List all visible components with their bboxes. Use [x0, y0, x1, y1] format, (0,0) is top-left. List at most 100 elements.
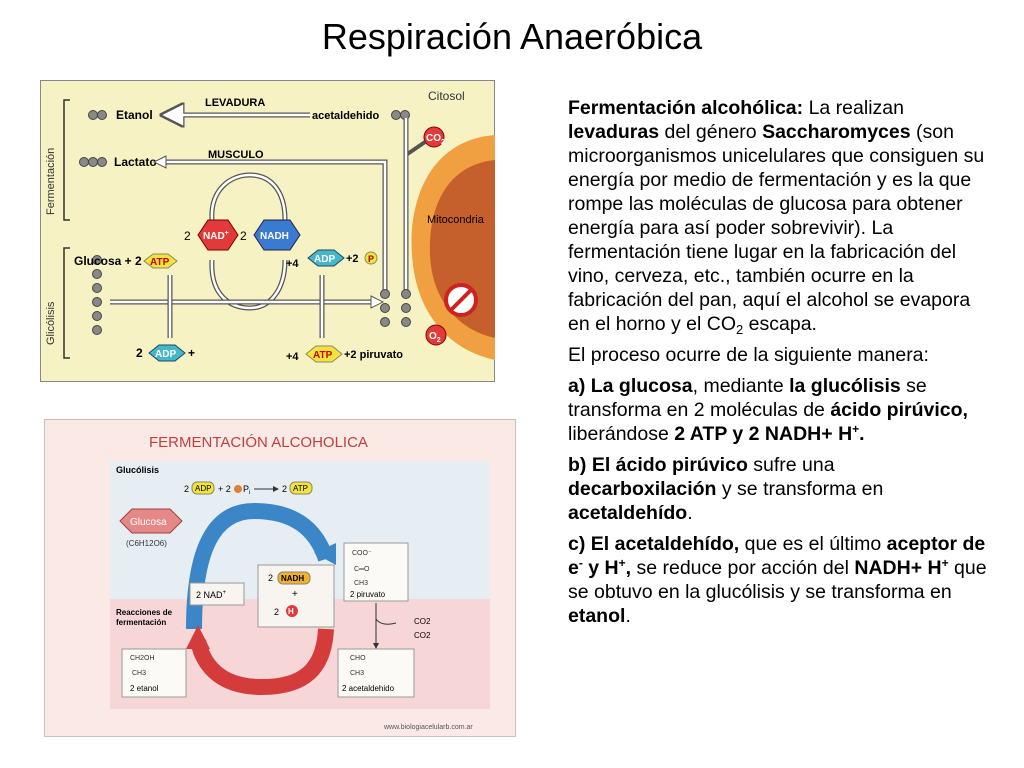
paragraph-step-a: a) La glucosa, mediante la glucólisis se…: [568, 375, 968, 445]
fig2-etanol-label: 2 etanol: [130, 684, 159, 693]
fermentacion-label: Fermentación: [45, 148, 57, 215]
paragraph-step-c: c) El acetaldehído, que es el último ace…: [568, 533, 987, 627]
fig2-adp-icon: [191, 481, 215, 495]
plus4-bottom-label: +4: [286, 351, 299, 363]
nadh-coefficient: 2: [240, 229, 247, 243]
paragraph-fermentacion-alcoholica: Fermentación alcohólica: La realizan lev…: [568, 97, 985, 337]
fig2-h-label: H: [288, 607, 294, 616]
mitocondria-label: Mitocondria: [427, 214, 485, 226]
fig2-nad-label: 2 NAD+: [196, 590, 227, 600]
nadh-cycle-bottom-arrow-fill: [210, 259, 287, 310]
adp-bottom-star-icon: [148, 344, 186, 362]
co2-molecule-icon: [423, 126, 445, 148]
nadh-cycle-top-arrow-fill: [210, 173, 287, 221]
adp-star-icon: [307, 249, 345, 267]
etanol-label: Etanol: [116, 108, 153, 122]
musculo-label: MUSCULO: [208, 149, 264, 161]
nadh-hexagon-icon: [253, 219, 301, 251]
fig2-h-icon: [286, 605, 298, 617]
nad-hexagon-icon: [197, 219, 239, 251]
fig2-nadh-label: NADH: [281, 574, 304, 583]
piruvato-molecules-icon: [380, 289, 411, 327]
blue-cycle-arrow: [186, 502, 334, 630]
glucolisis-label: Glicólisis: [45, 301, 57, 345]
fig2-pi-label: Pi: [243, 484, 250, 496]
glucosa-molecule-icon: [92, 255, 102, 335]
co2-label: CO2: [426, 133, 445, 146]
ch2oh-formula: CH2OH: [130, 655, 155, 662]
cho-formula: CHO: [350, 655, 366, 662]
ch3-etanol-formula: CH3: [132, 670, 146, 677]
anaerobic-respiration-diagram: Mitocondria Citosol Fermentación Glicóli…: [40, 80, 495, 382]
fig2-atp-icon: [289, 481, 313, 495]
etanol-box: [121, 648, 187, 698]
paragraph-proceso: El proceso ocurre de la siguiente manera…: [568, 344, 929, 366]
plus4-label: +4: [286, 258, 299, 270]
atp-bottom-label: ATP: [313, 350, 333, 361]
phosphate-icon: [364, 251, 378, 265]
fig2-adp-label: ADP: [195, 484, 211, 493]
blue-cycle-arrowhead: [314, 543, 336, 565]
fig2-phosphate-icon: [234, 485, 242, 493]
piruvato-bottom-label: +2 piruvato: [344, 349, 403, 361]
fig2-co2-a: CO2: [414, 617, 431, 626]
nad-coefficient: 2: [184, 229, 191, 243]
fig2-adp-coefficient: 2: [184, 484, 189, 494]
phosphate-label: P: [368, 254, 374, 264]
slide-title: Respiración Anaeróbica: [321, 16, 703, 57]
lactato-label: Lactato: [114, 155, 157, 169]
adp-label: ADP: [314, 254, 335, 265]
paragraph-step-b: b) El ácido pirúvico sufre una decarboxi…: [568, 454, 884, 524]
fig2-glucolisis-label: Glucólisis: [116, 465, 159, 475]
lactato-molecule-icon: [79, 157, 107, 167]
fig2-h-coefficient: 2: [274, 607, 279, 617]
fig2-acetaldehido-label: 2 acetaldehido: [342, 684, 395, 693]
source-url: www.biologiacelularb.com.ar: [383, 724, 473, 731]
fermentacion-alcoholica-diagram: FERMENTACIÓN ALCOHOLICA Glucólisis 2 ADP…: [44, 419, 516, 737]
ch3-acetaldehido-formula: CH3: [350, 670, 364, 677]
fig2-co2-b: CO2: [414, 631, 431, 640]
reacciones-label-2: fermentación: [116, 618, 166, 627]
piruvato-down-arrowhead: [373, 643, 379, 649]
glucolisis-arrowhead: [370, 295, 385, 309]
fig2-plus2-label: + 2: [218, 484, 231, 494]
acetaldehido-box: [337, 648, 415, 698]
fig2-piruvato-label: 2 piruvato: [350, 590, 386, 599]
fig2-plus-sign: +: [292, 589, 298, 600]
atp-bottom-star-icon: [305, 345, 343, 363]
red-cycle-arrow: [190, 628, 334, 696]
fig2-glucosa-label: Glucosa: [130, 517, 167, 528]
plus-bottom-label: +: [188, 346, 195, 360]
adp-bottom-label: ADP: [155, 349, 176, 360]
glucolisis-bracket: [63, 247, 70, 359]
nad-label: NAD+: [203, 230, 229, 242]
levadura-label: LEVADURA: [205, 97, 265, 109]
coo-formula: COO⁻: [352, 550, 372, 557]
fig2-heading: FERMENTACIÓN ALCOHOLICA: [149, 434, 368, 451]
glucosa-hexagon-icon: [119, 508, 183, 534]
glucosa-formula: (C6H12O6): [126, 539, 167, 548]
explanation-text: Fermentación alcohólica: La realizan lev…: [568, 96, 988, 635]
reacciones-label-1: Reacciones de: [116, 608, 173, 617]
acetaldehido-label: acetaldehido: [312, 110, 380, 122]
glucosa-label: Glucosa + 2: [74, 254, 142, 268]
fig2-atp-label: ATP: [293, 484, 308, 493]
o2-molecule-icon: [425, 324, 447, 346]
piruvato-box: [343, 542, 409, 602]
co-formula: C═O: [354, 566, 370, 573]
atp-label: ATP: [150, 257, 170, 268]
atp-star-icon: [143, 253, 178, 269]
lactato-arrowhead: [152, 155, 167, 169]
no-oxygen-slash: [449, 288, 473, 312]
citosol-label: Citosol: [428, 89, 465, 103]
red-cycle-arrowhead: [186, 625, 210, 649]
fig2-atp-coefficient: 2: [282, 484, 287, 494]
o2-label: O2: [429, 331, 441, 344]
ch3-formula: CH3: [354, 580, 368, 587]
etanol-molecule-icon: [88, 110, 107, 120]
fig2-atp-arrowhead: [273, 486, 279, 492]
piruvato-to-lactato-arrow-fill: [162, 160, 387, 290]
fermentacion-bracket: [63, 99, 70, 221]
fig2-nadh-coefficient: 2: [268, 573, 273, 583]
acetaldehido-molecule-icon: [391, 110, 410, 120]
